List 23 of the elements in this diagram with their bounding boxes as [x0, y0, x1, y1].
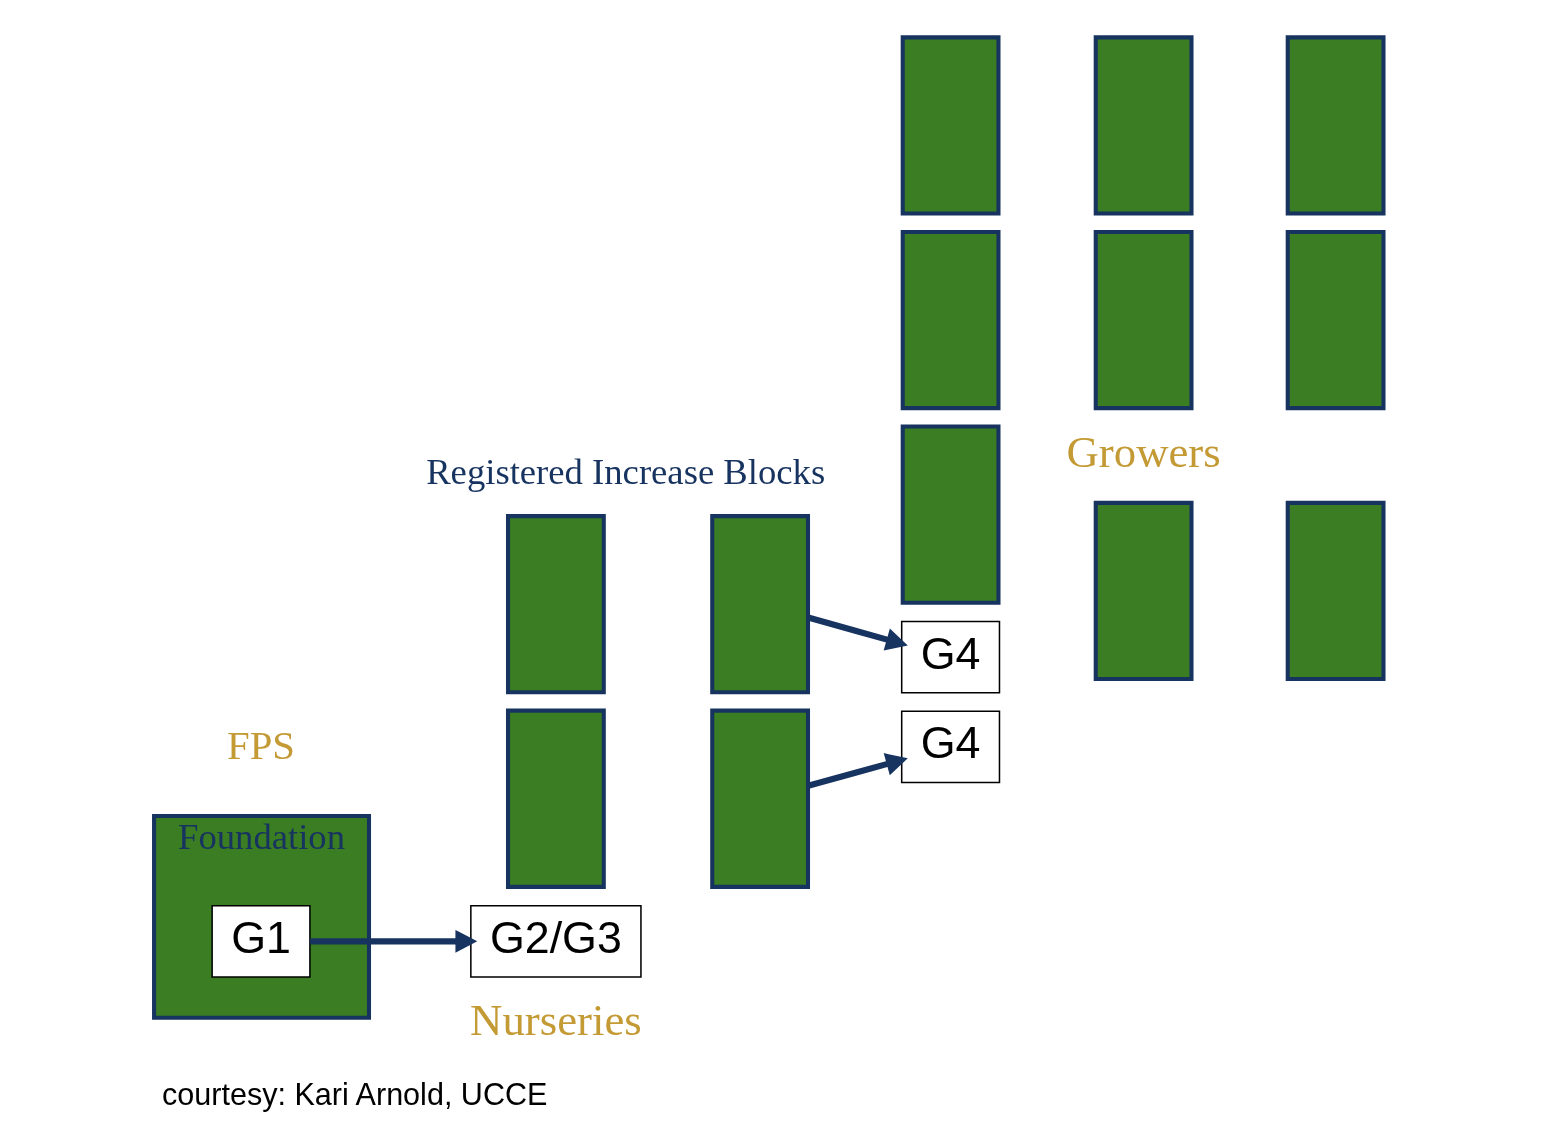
node-box	[1093, 35, 1193, 216]
node-box	[1093, 500, 1193, 682]
node-box	[505, 708, 606, 889]
node-box	[1285, 500, 1385, 682]
node-box	[1093, 229, 1193, 411]
node-box: G1	[210, 904, 311, 978]
node-box	[1285, 229, 1385, 411]
caption: courtesy: Kari Arnold, UCCE	[161, 1077, 547, 1112]
arrow	[309, 929, 477, 953]
node-box	[505, 514, 606, 695]
label: Registered Increase Blocks	[425, 450, 825, 492]
node-box	[900, 229, 1000, 411]
node-label: FPS	[226, 723, 295, 769]
node-box	[709, 514, 810, 695]
node-box	[900, 35, 1000, 216]
label: Growers	[1065, 426, 1221, 477]
node-box: G2/G3	[469, 904, 642, 978]
node-box	[709, 708, 810, 889]
node-box: G4	[900, 710, 1000, 784]
label: Nurseries	[469, 995, 642, 1046]
node-box	[900, 424, 1000, 605]
node-box	[1285, 35, 1385, 216]
node-box: G4	[900, 620, 1000, 694]
